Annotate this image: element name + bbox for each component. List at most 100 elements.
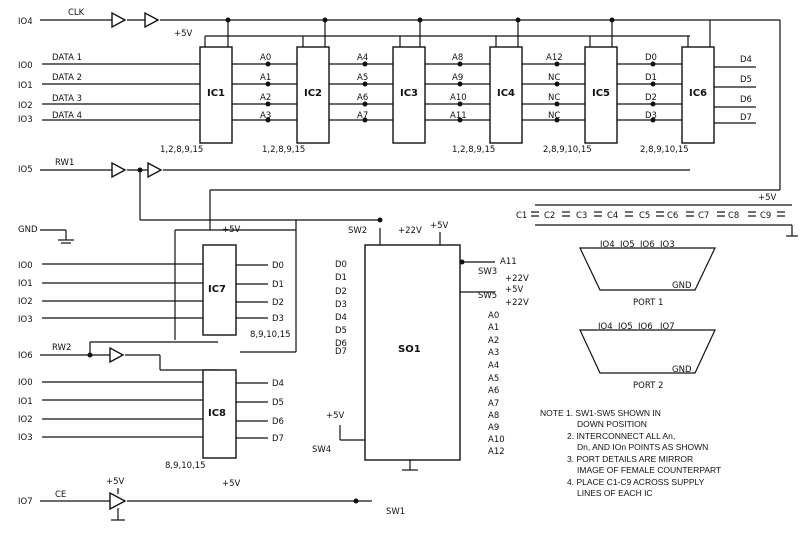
ic7-inputs: IO0 IO1 IO2 IO3	[18, 220, 297, 353]
label-gnd: GND	[18, 225, 38, 235]
out-a10: A10	[450, 93, 467, 103]
out-a9: A9	[452, 73, 463, 83]
notes: NOTE 1. SW1-SW5 SHOWN IN DOWN POSITION 2…	[540, 408, 721, 498]
ic2: IC2 1,2,8,9,15	[262, 46, 330, 155]
label-rw2: RW2	[52, 343, 71, 353]
label-data4: DATA 4	[52, 111, 82, 121]
out-a11: A11	[450, 111, 467, 121]
out-nc2: NC	[548, 93, 560, 103]
port-2: IO4 IO5 IO6 IO7 GND PORT 2	[579, 322, 716, 391]
so1-d6: D6	[335, 339, 347, 349]
ic7-out-1: D1	[272, 280, 284, 290]
sw5-label: SW5	[478, 291, 497, 301]
so1-a2: A2	[488, 336, 499, 346]
out-d1: D1	[645, 73, 657, 83]
ic7-in-2: IO2	[18, 297, 33, 307]
inverter-rw1b	[147, 161, 163, 179]
out-d4: D4	[740, 55, 752, 65]
so1-a0: A0	[488, 311, 499, 321]
label-io5: IO5	[18, 165, 33, 175]
inverter-ce	[109, 491, 127, 511]
cap-c8: C8	[728, 211, 739, 221]
so1-d4: D4	[335, 313, 347, 323]
cap-c2: C2	[544, 211, 555, 221]
so1-a3: A3	[488, 348, 499, 358]
gnd-section: GND	[18, 225, 74, 244]
label-io6: IO6	[18, 351, 33, 361]
out-a3: A3	[260, 111, 271, 121]
so1-a7: A7	[488, 399, 499, 409]
label-rw1: RW1	[55, 158, 74, 168]
capacitors: +5V C1 C2 C3 C4 C5 C6 C7 C8 C9	[516, 193, 798, 237]
out-a5: A5	[357, 73, 368, 83]
so1-5v-sw4: +5V	[326, 411, 345, 421]
cap-c3: C3	[576, 211, 587, 221]
cap-5v: +5V	[758, 193, 777, 203]
so1-a5: A5	[488, 374, 499, 384]
port2-label: PORT 2	[633, 381, 663, 391]
rw2-section: RW2 IO6	[18, 341, 218, 371]
ic8-supply: 8,9,10,15	[165, 461, 206, 471]
so1-a10: A10	[488, 435, 505, 445]
ic2-label: IC2	[304, 88, 322, 99]
ic8-inputs: IO0 IO1 IO2 IO3	[18, 378, 203, 443]
out-a8: A8	[452, 53, 463, 63]
so1-5v-top: +5V	[430, 221, 449, 231]
label-io0: IO0	[18, 61, 33, 71]
ic8-in-2: IO2	[18, 415, 33, 425]
out-a2: A2	[260, 93, 271, 103]
ic3-label: IC3	[400, 88, 418, 99]
so1-5v-a: +5V	[505, 285, 524, 295]
so1: SO1 D0 D1 D2 D3 D4 D5 D6 D7 A0 A1 A2 A3 …	[312, 217, 529, 517]
so1-22v-b: +22V	[505, 298, 529, 308]
out-a1: A1	[260, 73, 271, 83]
out-d5: D5	[740, 75, 752, 85]
ic6: IC6 2,8,9,10,15	[640, 46, 715, 155]
port2-pin-io5: IO5	[618, 322, 633, 332]
ic6-supply: 2,8,9,10,15	[640, 145, 689, 155]
out-a6: A6	[357, 93, 368, 103]
so1-a8: A8	[488, 411, 499, 421]
ic8-label: IC8	[208, 408, 226, 419]
label-io1: IO1	[18, 81, 33, 91]
cap-c4: C4	[607, 211, 618, 221]
out-a0: A0	[260, 53, 271, 63]
ic7-in-1: IO1	[18, 279, 33, 289]
out-d3: D3	[645, 111, 657, 121]
ic8-in-3: IO3	[18, 433, 33, 443]
ic8-5v: +5V	[222, 479, 241, 489]
ic1: IC1 1,2,8,9,15	[160, 46, 233, 155]
ic-outputs: A0 A1 A2 A3 A4 A5 A6 A7 A8 A9 A10 A11 A1…	[232, 53, 756, 124]
so1-d3: D3	[335, 300, 347, 310]
ic7: IC7 8,9,10,15 D0 D1 D2 D3 +5V	[202, 225, 291, 340]
ic1-label: IC1	[207, 88, 225, 99]
so1-a12: A12	[488, 447, 505, 457]
sw1-label: SW1	[386, 507, 405, 517]
port1-pin-io5: IO5	[620, 240, 635, 250]
ic8-out-2: D6	[272, 417, 284, 427]
label-clk: CLK	[68, 8, 85, 18]
cap-c6: C6	[667, 211, 678, 221]
note-line-7: 4. PLACE C1-C9 ACROSS SUPPLY	[567, 477, 705, 487]
data-inputs: IO0 IO1 IO2 IO3 DATA 1 DATA 2 DATA 3 DAT…	[18, 53, 200, 125]
note-line-5: 3. PORT DETAILS ARE MIRROR	[567, 454, 693, 464]
label-data2: DATA 2	[52, 73, 82, 83]
ic8: IC8 8,9,10,15 +5V D4 D5 D6 D7	[165, 369, 284, 489]
ic7-out-0: D0	[272, 261, 284, 271]
port2-pin-gnd: GND	[672, 365, 692, 375]
ic8-in-0: IO0	[18, 378, 33, 388]
out-nc1: NC	[548, 73, 560, 83]
port2-pin-io6: IO6	[638, 322, 653, 332]
out-d6: D6	[740, 95, 752, 105]
note-line-8: LINES OF EACH IC	[577, 488, 653, 498]
ic8-out-0: D4	[272, 379, 284, 389]
ic2-supply: 1,2,8,9,15	[262, 145, 305, 155]
ic4-supply: 1,2,8,9,15	[452, 145, 495, 155]
so1-label: SO1	[398, 344, 421, 355]
label-data1: DATA 1	[52, 53, 82, 63]
label-io7: IO7	[18, 497, 33, 507]
so1-22v-a: +22V	[505, 274, 529, 284]
port-1: IO4 IO5 IO6 IO3 GND PORT 1	[579, 240, 716, 308]
inverter-rw2	[109, 346, 125, 364]
label-5v-top: +5V	[174, 29, 193, 39]
